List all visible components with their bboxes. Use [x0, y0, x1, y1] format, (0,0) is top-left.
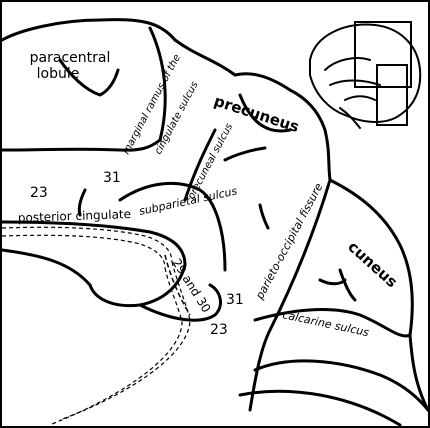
precuneus-inner-sulcus — [225, 148, 265, 160]
boundary-dashed-3 — [60, 262, 190, 420]
inset-highlight-box — [355, 22, 411, 87]
cuneus-label: cuneus — [344, 238, 401, 292]
marginal-ramus-label-1: marginal ramus of the — [121, 53, 183, 157]
cuneus-sulcus-1 — [340, 270, 355, 300]
splenium-curve — [90, 265, 185, 306]
paracentral-top-contour — [2, 20, 175, 40]
boundary-dashed-4 — [52, 268, 182, 424]
brain-medial-view-icon — [310, 22, 420, 128]
area-23-lower-label: 23 — [210, 322, 228, 338]
paracentral-lobule-label-2: lobule — [37, 66, 80, 82]
area-31-lower-label: 31 — [226, 292, 244, 308]
area-23-upper-label: 23 — [30, 185, 48, 201]
posterior-cingulate-label: posterior cingulate — [18, 207, 132, 225]
boundary-dashed-2 — [2, 235, 165, 268]
paracentral-lobule-label-1: paracentral — [30, 50, 111, 66]
parieto-occipital-fissure-label: parieto-occipital fissure — [253, 181, 326, 302]
cuneus-sulcus-2 — [320, 280, 345, 284]
lingual-gyrus-contour — [255, 361, 428, 410]
posterior-cingulate-boundaries — [2, 227, 190, 424]
inset-highlight-box-2 — [377, 65, 407, 125]
corpus-callosum-lower — [2, 250, 90, 285]
lower-contour-1 — [240, 391, 400, 425]
area-31-upper-label: 31 — [103, 170, 121, 186]
precuneus-dimple — [260, 205, 268, 228]
